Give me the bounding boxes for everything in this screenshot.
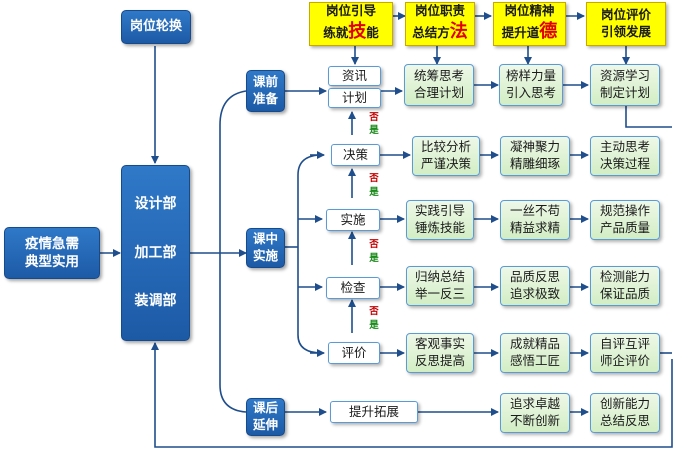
header-morality: 岗位精神提升道德 bbox=[493, 2, 566, 46]
check-cell-1: 归纳总结 举一反三 bbox=[406, 266, 474, 306]
plan-cell-3: 资源学习 制定计划 bbox=[590, 64, 660, 106]
phase-post-class: 课后 延伸 bbox=[246, 398, 285, 436]
extend-cell-1: 追求卓越 不断创新 bbox=[500, 393, 570, 433]
phase-pre-class: 课前 准备 bbox=[246, 70, 285, 112]
implement-cell-1: 实践引导 锤炼技能 bbox=[406, 200, 474, 240]
phase-in-class: 课中 实施 bbox=[246, 228, 285, 268]
implement-cell-2: 一丝不苟 精益求精 bbox=[500, 200, 570, 240]
check-box: 检查 bbox=[326, 277, 380, 299]
department-design: 设计部 bbox=[134, 196, 177, 213]
feedback-no-label: 否 bbox=[369, 112, 379, 123]
feedback-no-label: 否 bbox=[369, 173, 379, 184]
check-cell-2: 品质反思 追求极致 bbox=[500, 266, 570, 306]
feedback-no-label: 否 bbox=[369, 306, 379, 317]
department-assembly: 装调部 bbox=[134, 292, 177, 309]
epidemic-box: 疫情急需 典型实用 bbox=[4, 227, 100, 279]
plan-cell-1: 统筹思考 合理计划 bbox=[404, 64, 474, 106]
decision-box: 决策 bbox=[331, 144, 380, 166]
evaluate-box: 评价 bbox=[328, 342, 380, 364]
departments-box: 设计部 加工部 装调部 bbox=[121, 165, 190, 341]
decision-cell-3: 主动思考 决策过程 bbox=[590, 136, 660, 176]
evaluate-cell-1: 客观事实 反思提高 bbox=[406, 333, 474, 373]
evaluate-cell-3: 自评互评 师企评价 bbox=[590, 333, 660, 373]
feedback-no-label: 否 bbox=[369, 239, 379, 250]
extend-box: 提升拓展 bbox=[330, 401, 418, 423]
extend-cell-2: 创新能力 总结反思 bbox=[590, 393, 660, 433]
header-method: 岗位职责总结方法 bbox=[405, 2, 475, 46]
info-box: 资讯 bbox=[328, 66, 381, 86]
feedback-yes-label: 是 bbox=[369, 320, 379, 331]
implement-cell-3: 规范操作 产品质量 bbox=[590, 200, 660, 240]
header-evaluation: 岗位评价引领发展 bbox=[586, 2, 666, 46]
feedback-yes-label: 是 bbox=[369, 125, 379, 136]
department-machining: 加工部 bbox=[134, 244, 177, 261]
implement-box: 实施 bbox=[326, 209, 380, 231]
plan-box: 计划 bbox=[328, 88, 381, 108]
plan-cell-2: 榜样力量 引入思考 bbox=[499, 64, 563, 106]
evaluate-cell-2: 成就精品 感悟工匠 bbox=[500, 333, 570, 373]
feedback-yes-label: 是 bbox=[369, 187, 379, 198]
header-skill: 岗位引导练就技能 bbox=[309, 2, 393, 46]
decision-cell-2: 凝神聚力 精雕细琢 bbox=[500, 136, 570, 176]
decision-cell-1: 比较分析 严谨决策 bbox=[412, 136, 480, 176]
feedback-yes-label: 是 bbox=[369, 253, 379, 264]
rotation-box: 岗位轮换 bbox=[121, 10, 191, 44]
check-cell-3: 检测能力 保证品质 bbox=[590, 266, 660, 306]
